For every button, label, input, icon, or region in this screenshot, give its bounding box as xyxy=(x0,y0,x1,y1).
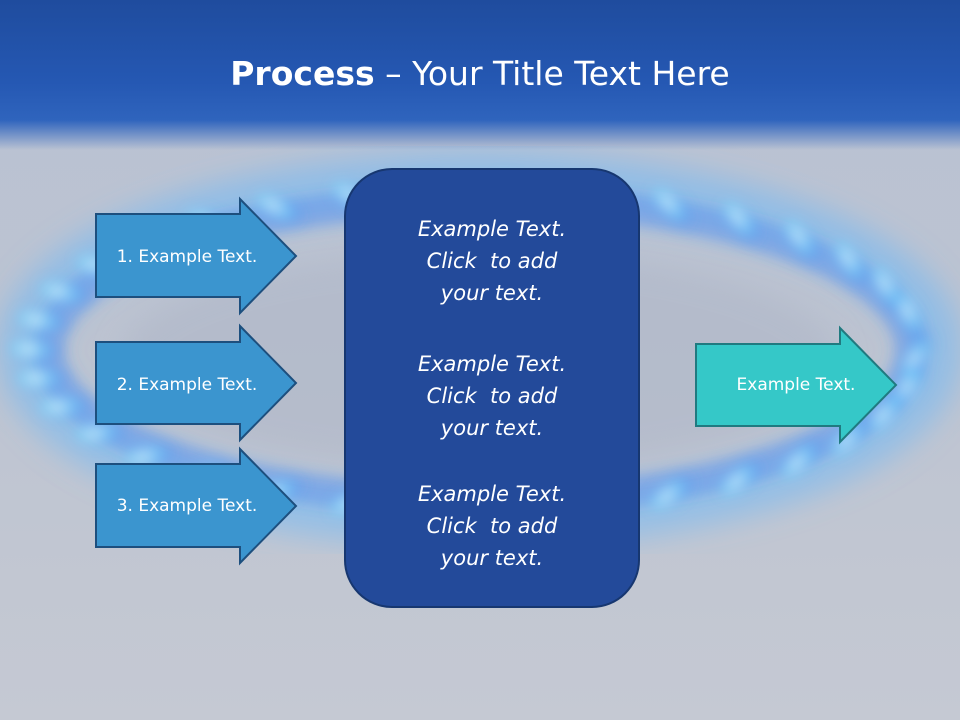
flame-tongue xyxy=(834,242,874,295)
flame-tongue xyxy=(831,407,877,456)
flame-tongue xyxy=(781,431,829,478)
flame-tongue xyxy=(10,336,70,364)
center-line: Example Text. xyxy=(417,352,567,376)
center-line: Click to add xyxy=(426,249,558,273)
input-arrow-2-label: 2. Example Text. xyxy=(117,375,258,395)
center-paragraph-1: Example Text. Click to add your text. xyxy=(346,213,638,309)
input-arrow-1-label: 1. Example Text. xyxy=(117,247,258,267)
center-line: Example Text. xyxy=(417,217,567,241)
output-arrow[interactable]: Example Text. xyxy=(695,325,898,445)
input-arrow-2[interactable]: 2. Example Text. xyxy=(95,323,298,443)
flame-tongue xyxy=(17,365,78,392)
flame-tongue xyxy=(40,279,100,309)
flame-tongue xyxy=(125,440,185,469)
center-process-box[interactable]: Example Text. Click to add your text. Ex… xyxy=(344,168,640,608)
flame-tongue xyxy=(894,293,931,350)
center-paragraph-3: Example Text. Click to add your text. xyxy=(346,478,638,574)
input-arrow-3[interactable]: 3. Example Text. xyxy=(95,446,298,566)
center-line: your text. xyxy=(440,416,544,440)
flame-tongue xyxy=(720,451,770,496)
flame-tongue xyxy=(868,381,912,431)
output-arrow-label: Example Text. xyxy=(737,375,856,395)
title-bold: Process xyxy=(230,54,375,93)
input-arrow-3-label: 3. Example Text. xyxy=(117,496,258,516)
flame-tongue xyxy=(39,392,100,420)
center-line: your text. xyxy=(440,281,544,305)
flame-tongue xyxy=(17,307,78,336)
input-arrow-1[interactable]: 1. Example Text. xyxy=(95,196,298,316)
center-line: Click to add xyxy=(426,514,558,538)
page-title: Process – Your Title Text Here xyxy=(0,50,960,98)
center-line: Click to add xyxy=(426,384,558,408)
center-line: your text. xyxy=(440,546,544,570)
flame-tongue xyxy=(653,187,700,235)
center-line: Example Text. xyxy=(417,482,567,506)
title-band xyxy=(0,0,960,150)
flame-tongue xyxy=(650,468,702,510)
flame-tongue xyxy=(723,202,768,251)
flame-tongue xyxy=(256,193,312,229)
center-paragraph-2: Example Text. Click to add your text. xyxy=(346,348,638,444)
flame-tongue xyxy=(784,220,827,271)
title-rest: – Your Title Text Here xyxy=(374,54,730,93)
